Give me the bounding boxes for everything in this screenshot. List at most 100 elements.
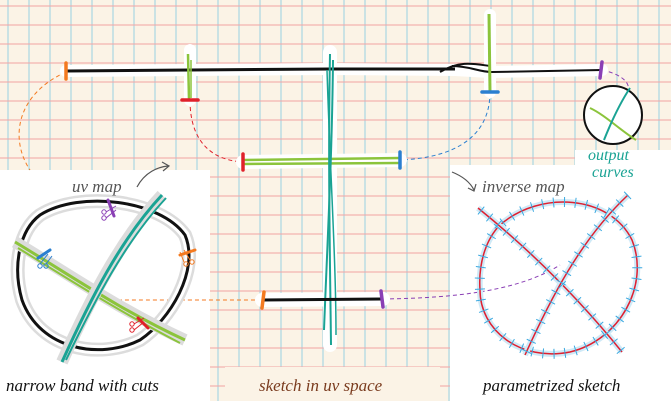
middle-green-b xyxy=(242,161,401,166)
connector-purple-top xyxy=(601,69,629,91)
param-tick xyxy=(625,297,636,303)
scissors-icon xyxy=(37,253,53,269)
param-tick xyxy=(521,348,532,354)
left-green-stub xyxy=(186,53,191,101)
label-inverse-map: inverse map xyxy=(482,177,565,196)
label-curves: curves xyxy=(592,164,634,181)
connector-purple-bottom xyxy=(382,264,561,300)
param-tick xyxy=(586,233,596,240)
scissors-icon xyxy=(101,205,117,221)
param-diag-b-red xyxy=(524,194,629,356)
param-tick xyxy=(562,270,572,277)
param-tick xyxy=(612,215,620,224)
label-parametrized: parametrized sketch xyxy=(482,376,620,395)
param-tick xyxy=(493,223,502,231)
bottom-black-stroke xyxy=(261,297,384,302)
marker-purple-bottom xyxy=(379,289,385,309)
label-sketch-uv: sketch in uv space xyxy=(259,376,383,395)
param-tick xyxy=(550,273,559,281)
param-tick xyxy=(510,235,519,244)
top-black-cross xyxy=(439,62,491,73)
param-tick xyxy=(474,288,485,290)
param-tick xyxy=(477,206,485,215)
middle-green-a xyxy=(242,156,401,162)
param-tick xyxy=(481,243,492,249)
param-tick xyxy=(580,305,589,313)
param-tick xyxy=(594,203,600,214)
arrows xyxy=(136,161,477,192)
param-tick xyxy=(486,213,494,222)
param-tick xyxy=(583,341,589,352)
band-teal-a xyxy=(60,193,164,363)
label-output: output xyxy=(588,147,629,164)
param-tick xyxy=(540,308,551,315)
param-tick xyxy=(631,255,642,259)
param-tick xyxy=(584,199,589,210)
param-tick xyxy=(551,289,561,296)
param-ticks xyxy=(474,191,643,359)
output-circle xyxy=(583,85,643,145)
param-tick xyxy=(600,215,610,223)
cut-blue xyxy=(36,248,52,260)
top-black-stroke-right xyxy=(451,65,603,74)
param-tick xyxy=(526,338,537,344)
param-tick xyxy=(519,343,525,354)
param-tick xyxy=(558,280,567,289)
param-tick xyxy=(536,318,546,325)
band-teal-b xyxy=(65,197,167,361)
sketch-uv xyxy=(60,9,608,352)
scissors-icons xyxy=(37,205,195,333)
param-tick xyxy=(490,325,500,334)
param-tick xyxy=(593,224,603,232)
param-tick xyxy=(580,242,590,249)
param-tick xyxy=(502,227,510,236)
param-tick xyxy=(556,279,566,286)
output-green-curve xyxy=(589,107,637,141)
param-tick xyxy=(534,257,543,266)
param-tick xyxy=(574,197,577,208)
right-green-stub xyxy=(487,13,492,93)
param-tick xyxy=(573,296,582,305)
param-tick xyxy=(530,202,535,212)
param-tick xyxy=(615,199,624,207)
param-tick xyxy=(623,191,632,200)
band-black-loop xyxy=(16,199,191,352)
param-tick xyxy=(494,220,502,229)
param-loop-red xyxy=(479,201,638,355)
param-tick xyxy=(542,348,545,359)
param-tick xyxy=(603,208,610,218)
param-tick xyxy=(563,347,567,358)
param-tick xyxy=(499,218,507,227)
param-diag-a-red xyxy=(477,207,623,353)
param-tick xyxy=(608,207,617,215)
param-tick xyxy=(565,288,574,297)
halo-middle xyxy=(236,153,407,169)
output-curves-inset xyxy=(583,85,643,145)
output-teal-curve xyxy=(603,87,631,141)
param-tick xyxy=(629,244,640,248)
param-tick xyxy=(478,308,489,313)
param-tick xyxy=(602,329,611,338)
param-tick xyxy=(625,233,635,239)
param-tick xyxy=(475,298,486,302)
param-tick xyxy=(526,249,535,258)
parametrized-sketch xyxy=(474,191,643,359)
param-tick xyxy=(542,265,551,274)
param-tick xyxy=(518,242,527,251)
param-tick xyxy=(609,338,618,346)
param-tick xyxy=(519,206,525,216)
param-tick xyxy=(541,199,545,210)
param-tick xyxy=(478,254,488,259)
param-tick xyxy=(588,313,597,321)
cut-purple xyxy=(106,198,116,218)
param-tick xyxy=(552,197,555,208)
param-tick xyxy=(608,323,617,332)
param-tick xyxy=(629,287,640,292)
param-tick xyxy=(483,317,494,324)
marker-purple-top xyxy=(598,60,604,80)
label-uv-map: uv map xyxy=(72,177,122,196)
param-tick xyxy=(619,223,628,231)
param-tick xyxy=(631,277,642,280)
